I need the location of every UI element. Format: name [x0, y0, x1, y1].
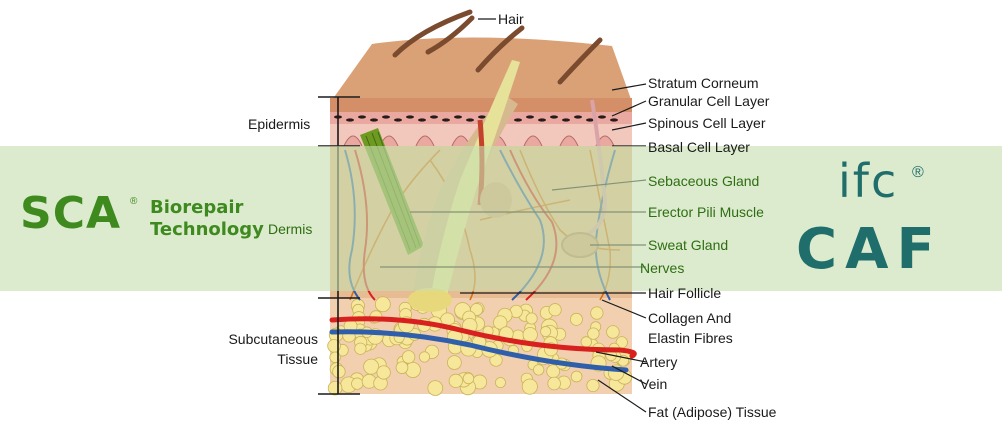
label-granular-cell-layer: Granular Cell Layer	[648, 93, 770, 109]
granular-cell	[418, 118, 426, 122]
granular-cell	[406, 115, 414, 119]
label-nerves: Nerves	[640, 260, 684, 276]
caf-logo: CAF	[796, 217, 943, 282]
dermal-papilla	[559, 135, 579, 147]
fat-cell	[447, 355, 462, 370]
logo-banner	[0, 146, 1002, 291]
granular-cell	[454, 115, 462, 119]
fat-cell	[586, 378, 600, 393]
dermal-papilla	[523, 135, 543, 147]
dermal-papilla	[415, 135, 435, 147]
fat-cell	[547, 376, 561, 391]
fat-cell	[418, 351, 431, 363]
sca-tagline: Biorepair Technology	[150, 197, 264, 241]
fat-cell	[495, 377, 506, 389]
granular-cell	[598, 115, 606, 119]
fat-cell	[569, 312, 583, 326]
label-spinous-cell-layer: Spinous Cell Layer	[648, 115, 766, 131]
granular-cell	[382, 115, 390, 119]
fat-cell	[363, 358, 380, 375]
surface-hairs	[392, 9, 603, 85]
granular-cell	[370, 118, 378, 122]
fat-cell	[540, 326, 552, 338]
fat-cell	[548, 303, 562, 317]
granular-cells	[334, 115, 618, 122]
label-subcutaneous-line2: Tissue	[277, 351, 318, 367]
fat-cell	[374, 296, 391, 313]
artery-vessel	[329, 316, 637, 359]
label-collagen-line2: Elastin Fibres	[648, 330, 733, 346]
granular-cell	[538, 118, 546, 122]
granular-cell	[586, 118, 594, 122]
granular-cell	[466, 118, 474, 122]
vein-vessel	[329, 329, 629, 373]
basal-papillae	[343, 135, 615, 147]
skin-surface	[332, 37, 632, 106]
fat-cell	[401, 350, 416, 364]
granular-cell	[478, 115, 486, 119]
label-sweat-gland: Sweat Gland	[648, 237, 728, 253]
granular-cell	[394, 118, 402, 122]
granular-cell	[514, 118, 522, 122]
granular-cell	[562, 118, 570, 122]
granular-cell	[610, 118, 618, 122]
stratum-corneum-layer	[330, 98, 632, 112]
fat-cell	[587, 327, 600, 340]
label-fat-tissue: Fat (Adipose) Tissue	[648, 404, 777, 420]
ifc-registered-mark: ®	[912, 164, 924, 181]
granular-cell	[550, 115, 558, 119]
sca-registered-mark: ®	[130, 196, 138, 207]
fat-cell	[525, 312, 538, 325]
fat-cell	[332, 364, 346, 379]
label-stratum-corneum: Stratum Corneum	[648, 75, 758, 91]
label-dermis: Dermis	[268, 221, 312, 237]
label-erector-pili-muscle: Erector Pili Muscle	[648, 204, 764, 220]
sca-tagline-line1: Biorepair	[150, 197, 244, 218]
fat-cell	[590, 306, 604, 320]
label-hair-follicle: Hair Follicle	[648, 285, 721, 301]
ifc-logo: ifc	[838, 154, 899, 208]
granular-cell	[358, 115, 366, 119]
fat-cell	[427, 380, 444, 396]
granular-cell	[346, 118, 354, 122]
label-sebaceous-gland: Sebaceous Gland	[648, 173, 759, 189]
granular-cell	[526, 115, 534, 119]
fat-cell	[570, 370, 583, 383]
granular-cell	[430, 115, 438, 119]
label-artery: Artery	[640, 354, 677, 370]
fat-cell	[376, 365, 391, 380]
fat-cell	[354, 342, 367, 355]
sca-logo: SCA	[20, 188, 122, 239]
fat-cell	[521, 378, 538, 395]
granular-cell	[574, 115, 582, 119]
label-basal-cell-layer: Basal Cell Layer	[648, 139, 750, 155]
dermal-papilla	[343, 135, 363, 147]
label-collagen-line1: Collagen And	[648, 310, 731, 326]
major-vessels	[329, 316, 637, 373]
label-epidermis: Epidermis	[248, 116, 310, 132]
label-hair: Hair	[498, 11, 524, 27]
fat-cell	[462, 372, 475, 385]
granular-cell	[442, 118, 450, 122]
fat-cell	[395, 361, 409, 374]
fat-cell	[493, 315, 508, 330]
fat-cell	[532, 364, 545, 376]
label-subcutaneous-line1: Subcutaneous	[228, 331, 318, 347]
fat-cell	[606, 325, 620, 339]
label-vein: Vein	[640, 376, 667, 392]
sca-tagline-line2: Technology	[150, 219, 264, 240]
fat-cell	[448, 373, 463, 389]
